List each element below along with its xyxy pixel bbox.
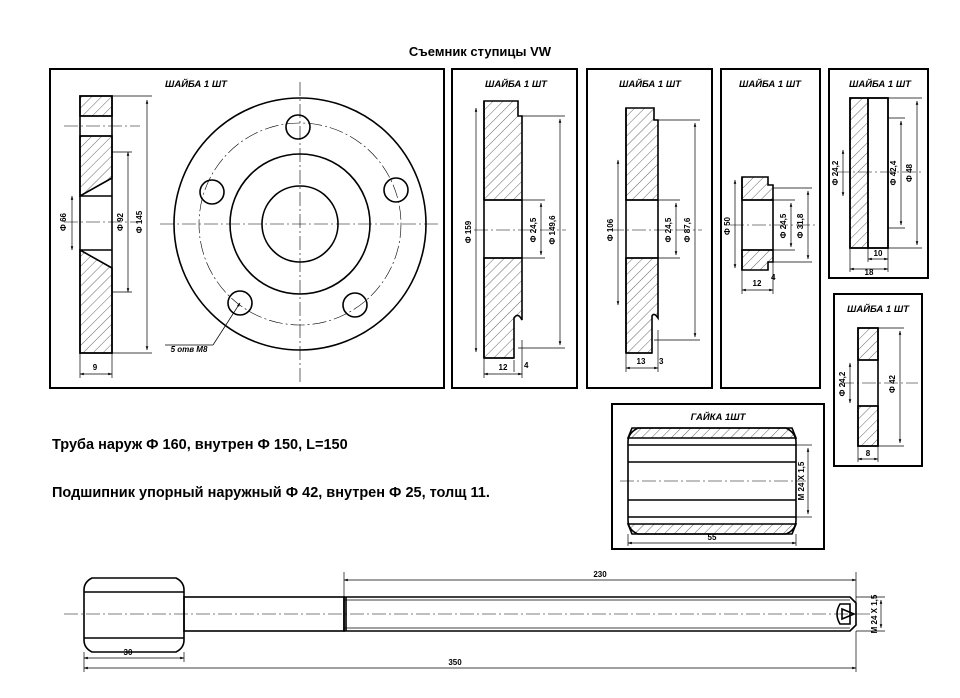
washer5-dim-42-4: Ф 42,4 [889, 160, 898, 185]
rod-dim-230: 230 [593, 570, 607, 579]
nut-length-dim: 55 [708, 533, 717, 542]
washer5-view: ШАЙБА 1 ШТ Ф 24,2 Ф 42,4 Ф 48 10 18 [828, 68, 929, 279]
washer3-frame [586, 68, 713, 389]
washer3-dim-87-6: Ф 87,6 [683, 217, 692, 242]
washer5-dim-18: 18 [865, 268, 874, 277]
nut-view: ГАЙКА 1ШТ М 24 Х 1,5 55 [611, 403, 825, 550]
washer2-dim-12: 12 [499, 363, 508, 372]
washer2-dim-149-6: Ф 149,6 [548, 215, 557, 245]
washer2-frame [451, 68, 578, 389]
washer3-dim-13: 13 [637, 357, 646, 366]
washer2-view: ШАЙБА 1 ШТ Ф 159 Ф 24,5 Ф 149,6 12 4 [451, 68, 578, 389]
washer3-dim-3: 3 [659, 357, 664, 366]
note-bearing: Подшипник упорный наружный Ф 42, внутрен… [52, 485, 490, 501]
washer1-dim-92: Ф 92 [116, 212, 125, 231]
washer1-holes-label: 5 отв М8 [171, 345, 208, 354]
washer3-view: ШАЙБА 1 ШТ Ф 106 Ф 24,5 Ф 87,6 13 3 [586, 68, 713, 389]
washer1-view: ШАЙБА 1 ШТ Ф 66 Ф 92 Ф 145 9 [49, 68, 445, 389]
washer4-dim-31-8: Ф 31,8 [796, 213, 805, 238]
washer4-dim-50: Ф 50 [723, 216, 732, 235]
washer3-dim-24-5: Ф 24,5 [664, 217, 673, 242]
washer5-dim-48: Ф 48 [905, 163, 914, 182]
washer2-dim-24-5: Ф 24,5 [529, 217, 538, 242]
washer2-dim-4: 4 [524, 361, 529, 370]
washer5-frame [828, 68, 929, 279]
washer4-label: ШАЙБА 1 ШТ [739, 78, 802, 90]
nut-label: ГАЙКА 1ШТ [691, 411, 747, 423]
rod-dim-350: 350 [448, 658, 462, 667]
washer2-dim-159: Ф 159 [464, 220, 473, 243]
washer4-view: ШАЙБА 1 ШТ Ф 50 Ф 24,5 Ф 31,8 12 4 [720, 68, 821, 389]
washer5-dim-24-2: Ф 24,2 [831, 160, 840, 185]
drawing-title: Съемник ступицы VW [409, 44, 552, 59]
nut-thread-dim: М 24 Х 1,5 [797, 461, 806, 500]
washer1-dim-145: Ф 145 [135, 210, 144, 233]
washer6-dim-24-2: Ф 24,2 [838, 371, 847, 396]
washer4-dim-24-5: Ф 24,5 [779, 213, 788, 238]
washer3-dim-106: Ф 106 [606, 218, 615, 241]
washer6-dim-8: 8 [866, 449, 871, 458]
rod-dim-30: 30 [124, 648, 133, 657]
washer1-dim-66: Ф 66 [59, 212, 68, 231]
washer4-dim-12: 12 [753, 279, 762, 288]
note-pipe: Труба наруж Ф 160, внутрен Ф 150, L=150 [52, 437, 348, 453]
washer4-dim-4: 4 [771, 273, 776, 282]
washer1-dim-9: 9 [93, 363, 98, 372]
washer6-dim-42: Ф 42 [888, 374, 897, 393]
nut-frame [611, 403, 825, 550]
washer6-view: ШАЙБА 1 ШТ Ф 24,2 Ф 42 8 [833, 293, 923, 467]
washer5-label: ШАЙБА 1 ШТ [849, 78, 912, 90]
rod-view: 230 30 350 М 24 Х 1,5 [64, 570, 885, 672]
rod-thread-dim: М 24 Х 1,5 [870, 594, 879, 633]
washer6-label: ШАЙБА 1 ШТ [847, 303, 910, 315]
washer6-frame [833, 293, 923, 467]
washer1-frame [49, 68, 445, 389]
washer2-label: ШАЙБА 1 ШТ [485, 78, 548, 90]
washer1-label: ШАЙБА 1 ШТ [165, 78, 228, 90]
washer5-dim-10: 10 [874, 249, 883, 258]
washer3-label: ШАЙБА 1 ШТ [619, 78, 682, 90]
washer4-frame [720, 68, 821, 389]
